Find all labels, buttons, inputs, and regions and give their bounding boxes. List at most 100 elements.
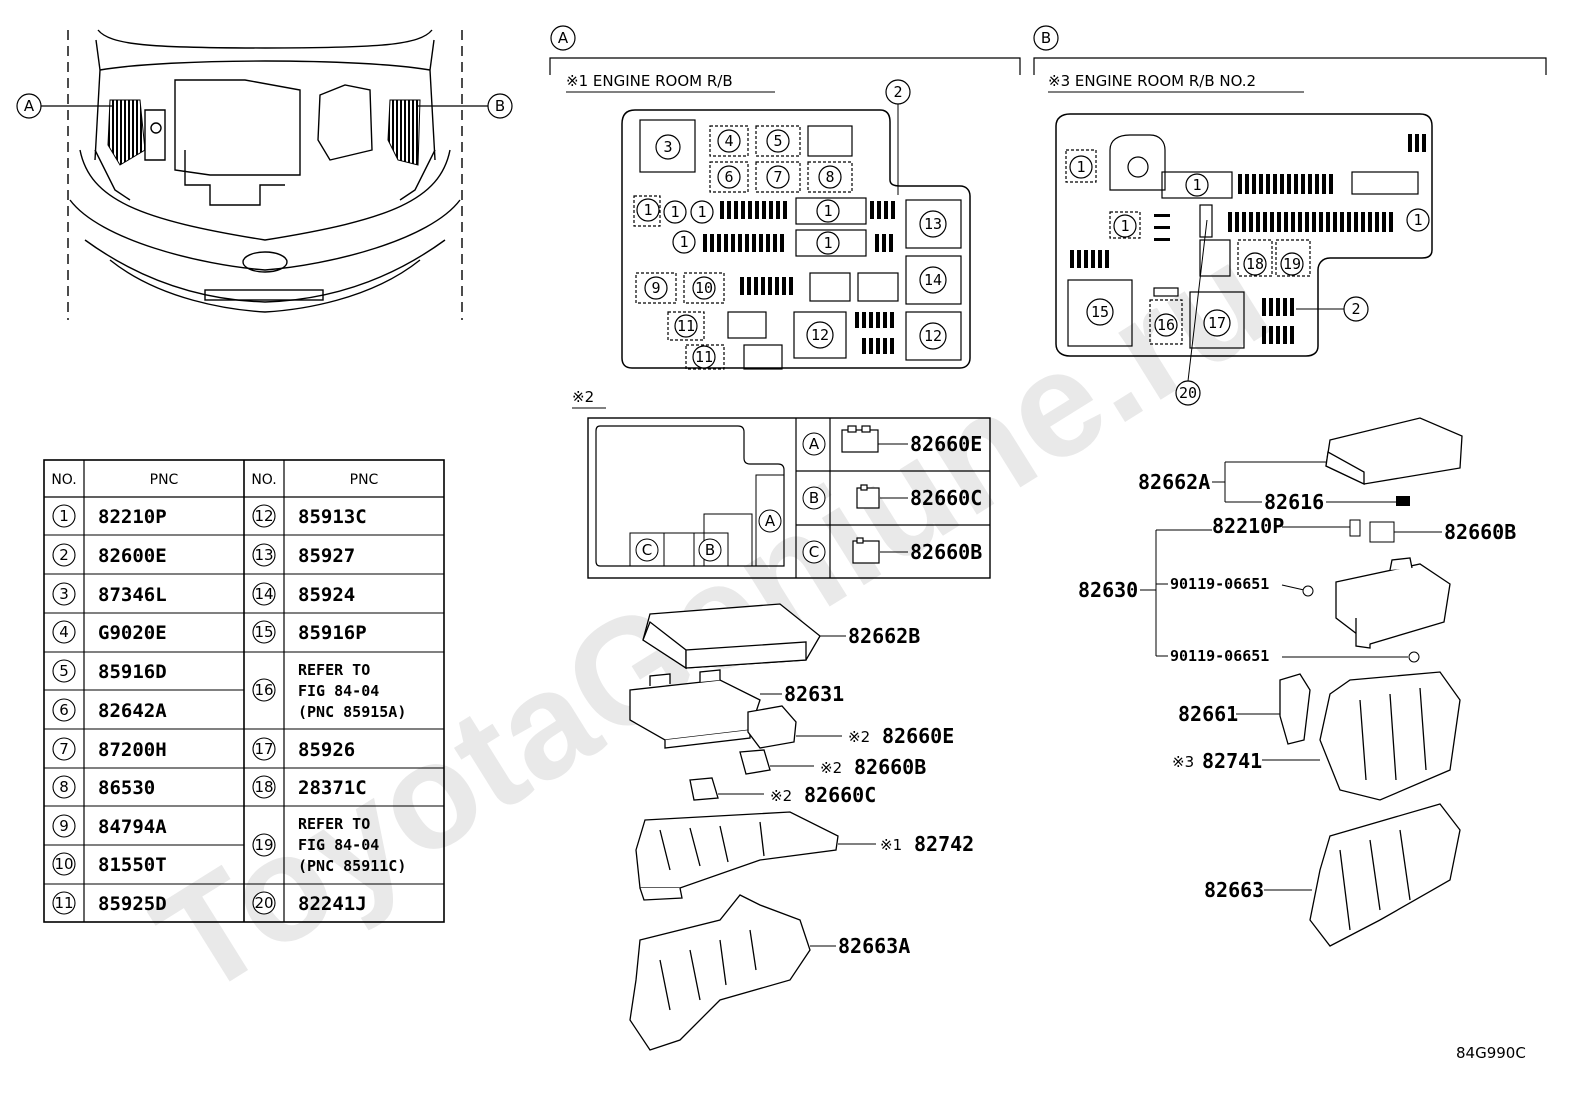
svg-text:19: 19 xyxy=(1283,255,1301,273)
part-82660b-label: 82660B xyxy=(854,755,926,779)
part-82660e-label: 82660E xyxy=(882,724,954,748)
part-82742-label: 82742 xyxy=(914,832,974,856)
part-82660b-relay xyxy=(739,749,771,775)
svg-text:1: 1 xyxy=(823,234,832,252)
svg-text:1: 1 xyxy=(823,202,832,220)
svg-text:1: 1 xyxy=(1076,158,1085,176)
svg-text:13: 13 xyxy=(924,215,942,233)
part-82660e-relay xyxy=(747,705,797,749)
sub-row-pnc-b: 82660C xyxy=(910,486,982,510)
svg-text:85924: 85924 xyxy=(298,584,355,606)
part-82661-block xyxy=(1279,673,1311,745)
pnc-table-grid xyxy=(43,459,445,923)
svg-text:2: 2 xyxy=(59,546,69,564)
svg-text:82210P: 82210P xyxy=(98,506,167,528)
diagram-code: 84G990C xyxy=(1456,1044,1526,1062)
svg-text:FIG 84-04: FIG 84-04 xyxy=(298,682,379,700)
svg-text:5: 5 xyxy=(59,662,69,680)
part-82662b-cover xyxy=(642,603,821,670)
svg-text:86530: 86530 xyxy=(98,777,155,799)
svg-text:18: 18 xyxy=(1246,255,1264,273)
part-82660b-right-label: 82660B xyxy=(1444,520,1516,544)
engine-room-rb-slots xyxy=(633,119,962,370)
svg-text:18: 18 xyxy=(254,778,273,796)
svg-text:11: 11 xyxy=(677,317,695,335)
engine-room-rb2-fuses xyxy=(1070,134,1426,344)
bolt-1-label: 90119-06651 xyxy=(1170,575,1269,593)
svg-text:1: 1 xyxy=(1120,217,1129,235)
part-82616-clip xyxy=(1396,496,1410,506)
svg-text:12: 12 xyxy=(254,507,273,525)
table-right-rows: 12 85913C 13 85927 14 85924 15 85916P 16… xyxy=(254,506,406,915)
part-82210p-label: 82210P xyxy=(1212,514,1284,538)
svg-text:FIG 84-04: FIG 84-04 xyxy=(298,836,379,854)
svg-text:7: 7 xyxy=(773,168,782,186)
svg-text:20: 20 xyxy=(254,894,273,912)
part-82741-label: 82741 xyxy=(1202,749,1262,773)
engine-room-rb-fuses xyxy=(703,201,895,354)
part-82630-block xyxy=(1335,557,1451,649)
engine-room-rb2-outline xyxy=(1055,113,1433,357)
svg-text:15: 15 xyxy=(1091,303,1109,321)
part-82741-prefix: ※3 xyxy=(1172,753,1194,771)
part-82631-label: 82631 xyxy=(784,682,844,706)
svg-text:28371C: 28371C xyxy=(298,777,367,799)
part-82616-label: 82616 xyxy=(1264,490,1324,514)
svg-text:85926: 85926 xyxy=(298,739,355,761)
svg-text:82241J: 82241J xyxy=(298,893,367,915)
svg-text:87346L: 87346L xyxy=(98,584,167,606)
svg-text:8: 8 xyxy=(59,778,69,796)
part-82660c-relay xyxy=(689,777,719,801)
part-82742-prefix: ※1 xyxy=(880,836,902,854)
svg-text:17: 17 xyxy=(254,740,273,758)
locator-label-a: A xyxy=(24,97,35,115)
sub-slot-b: B xyxy=(705,541,715,559)
svg-text:87200H: 87200H xyxy=(98,739,167,761)
svg-text:2: 2 xyxy=(893,83,902,101)
svg-text:4: 4 xyxy=(724,132,733,150)
table-left-numbers xyxy=(52,504,76,915)
table-header-pnc-1: PNC xyxy=(150,472,179,488)
part-82663a-label: 82663A xyxy=(838,934,910,958)
svg-text:1: 1 xyxy=(679,233,688,251)
sub-row-key-a: A xyxy=(809,435,820,453)
engine-room-rb-callout-labels: 3 4 5 6 7 8 1 1 1 1 1 1 1 13 14 9 10 11 … xyxy=(643,83,942,366)
svg-text:17: 17 xyxy=(1208,314,1226,332)
svg-text:14: 14 xyxy=(924,271,942,289)
svg-text:3: 3 xyxy=(663,138,672,156)
svg-text:85916P: 85916P xyxy=(298,622,367,644)
section-a-title: ※1 ENGINE ROOM R/B xyxy=(566,72,733,90)
part-82631-block xyxy=(629,669,761,749)
svg-text:16: 16 xyxy=(254,681,273,699)
locator-label-b: B xyxy=(495,97,505,115)
part-82660e-prefix: ※2 xyxy=(848,728,870,746)
svg-text:REFER TO: REFER TO xyxy=(298,661,370,679)
svg-text:(PNC 85915A): (PNC 85915A) xyxy=(298,703,406,721)
locator-fuse-box-a xyxy=(107,99,146,166)
part-82660c-prefix: ※2 xyxy=(770,787,792,805)
svg-text:14: 14 xyxy=(254,585,273,603)
svg-text:85925D: 85925D xyxy=(98,893,167,915)
svg-text:82600E: 82600E xyxy=(98,545,167,567)
svg-text:85913C: 85913C xyxy=(298,506,367,528)
svg-text:12: 12 xyxy=(811,326,829,344)
svg-text:85916D: 85916D xyxy=(98,661,167,683)
bolt-1-icon xyxy=(1302,585,1314,597)
svg-text:11: 11 xyxy=(54,894,73,912)
svg-text:12: 12 xyxy=(924,327,942,345)
svg-text:1: 1 xyxy=(1192,176,1201,194)
engine-room-rb-callouts xyxy=(636,79,947,369)
svg-text:1: 1 xyxy=(1413,211,1422,229)
bolt-2-label: 90119-06651 xyxy=(1170,647,1269,665)
svg-text:1: 1 xyxy=(697,203,706,221)
table-header-pnc-2: PNC xyxy=(350,472,379,488)
svg-text:(PNC 85911C): (PNC 85911C) xyxy=(298,857,406,875)
bolt-2-icon xyxy=(1408,651,1420,663)
svg-text:85927: 85927 xyxy=(298,545,355,567)
part-82741-box xyxy=(1319,671,1461,801)
section-b-title: ※3 ENGINE ROOM R/B NO.2 xyxy=(1048,72,1256,90)
svg-text:13: 13 xyxy=(254,546,273,564)
sub-diagram-tag: ※2 xyxy=(572,388,594,406)
svg-text:4: 4 xyxy=(59,623,69,641)
